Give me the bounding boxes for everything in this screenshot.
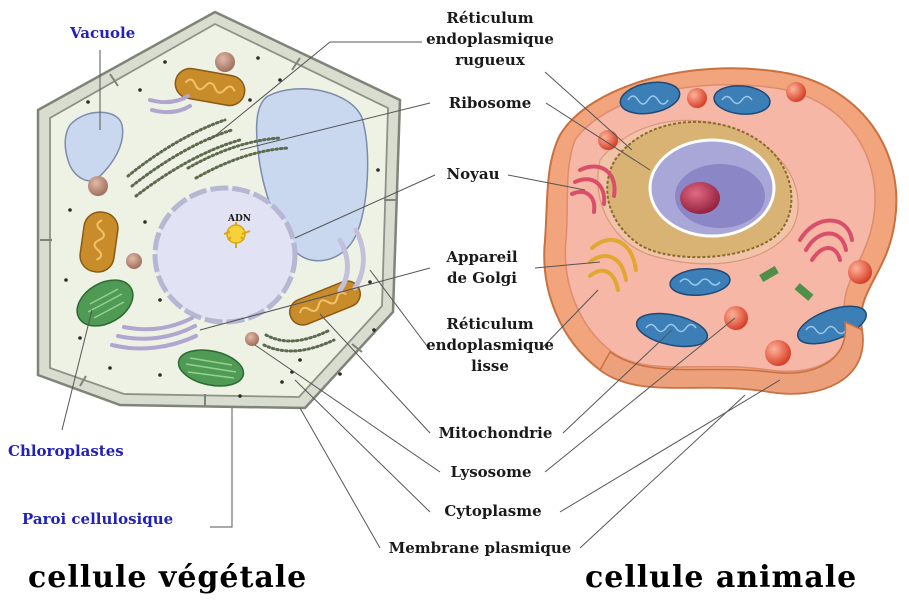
caption-cellule-vegetale: cellule végétale [28, 560, 307, 595]
label-membrane-plasmique: Membrane plasmique [378, 538, 582, 559]
label-ribosome: Ribosome [440, 93, 540, 114]
plant-cell [38, 12, 400, 408]
label-rel-line1: Réticulum [420, 314, 560, 335]
label-rer: Réticulum endoplasmique rugueux [420, 8, 560, 71]
label-rel-line3: lisse [420, 356, 560, 377]
label-noyau: Noyau [438, 164, 508, 185]
label-golgi-line2: de Golgi [432, 268, 532, 289]
label-rer-line1: Réticulum [420, 8, 560, 29]
caption-cellule-animale: cellule animale [585, 560, 857, 595]
label-cytoplasme: Cytoplasme [428, 501, 558, 522]
label-golgi-line1: Appareil [432, 247, 532, 268]
label-vacuole: Vacuole [70, 23, 135, 44]
label-golgi: Appareil de Golgi [432, 247, 532, 289]
label-mitochondrie: Mitochondrie [428, 423, 563, 444]
label-rel: Réticulum endoplasmique lisse [420, 314, 560, 377]
label-paroi-cellulosique: Paroi cellulosique [22, 509, 173, 530]
plant-nucleus [155, 188, 295, 322]
animal-nucleolus [680, 182, 720, 214]
label-rel-line2: endoplasmique [420, 335, 560, 356]
label-rer-line2: endoplasmique [420, 29, 560, 50]
animal-cell [544, 68, 896, 393]
label-adn: ADN [228, 213, 251, 225]
label-lysosome: Lysosome [436, 462, 546, 483]
label-rer-line3: rugueux [420, 50, 560, 71]
label-chloroplastes: Chloroplastes [8, 441, 124, 462]
